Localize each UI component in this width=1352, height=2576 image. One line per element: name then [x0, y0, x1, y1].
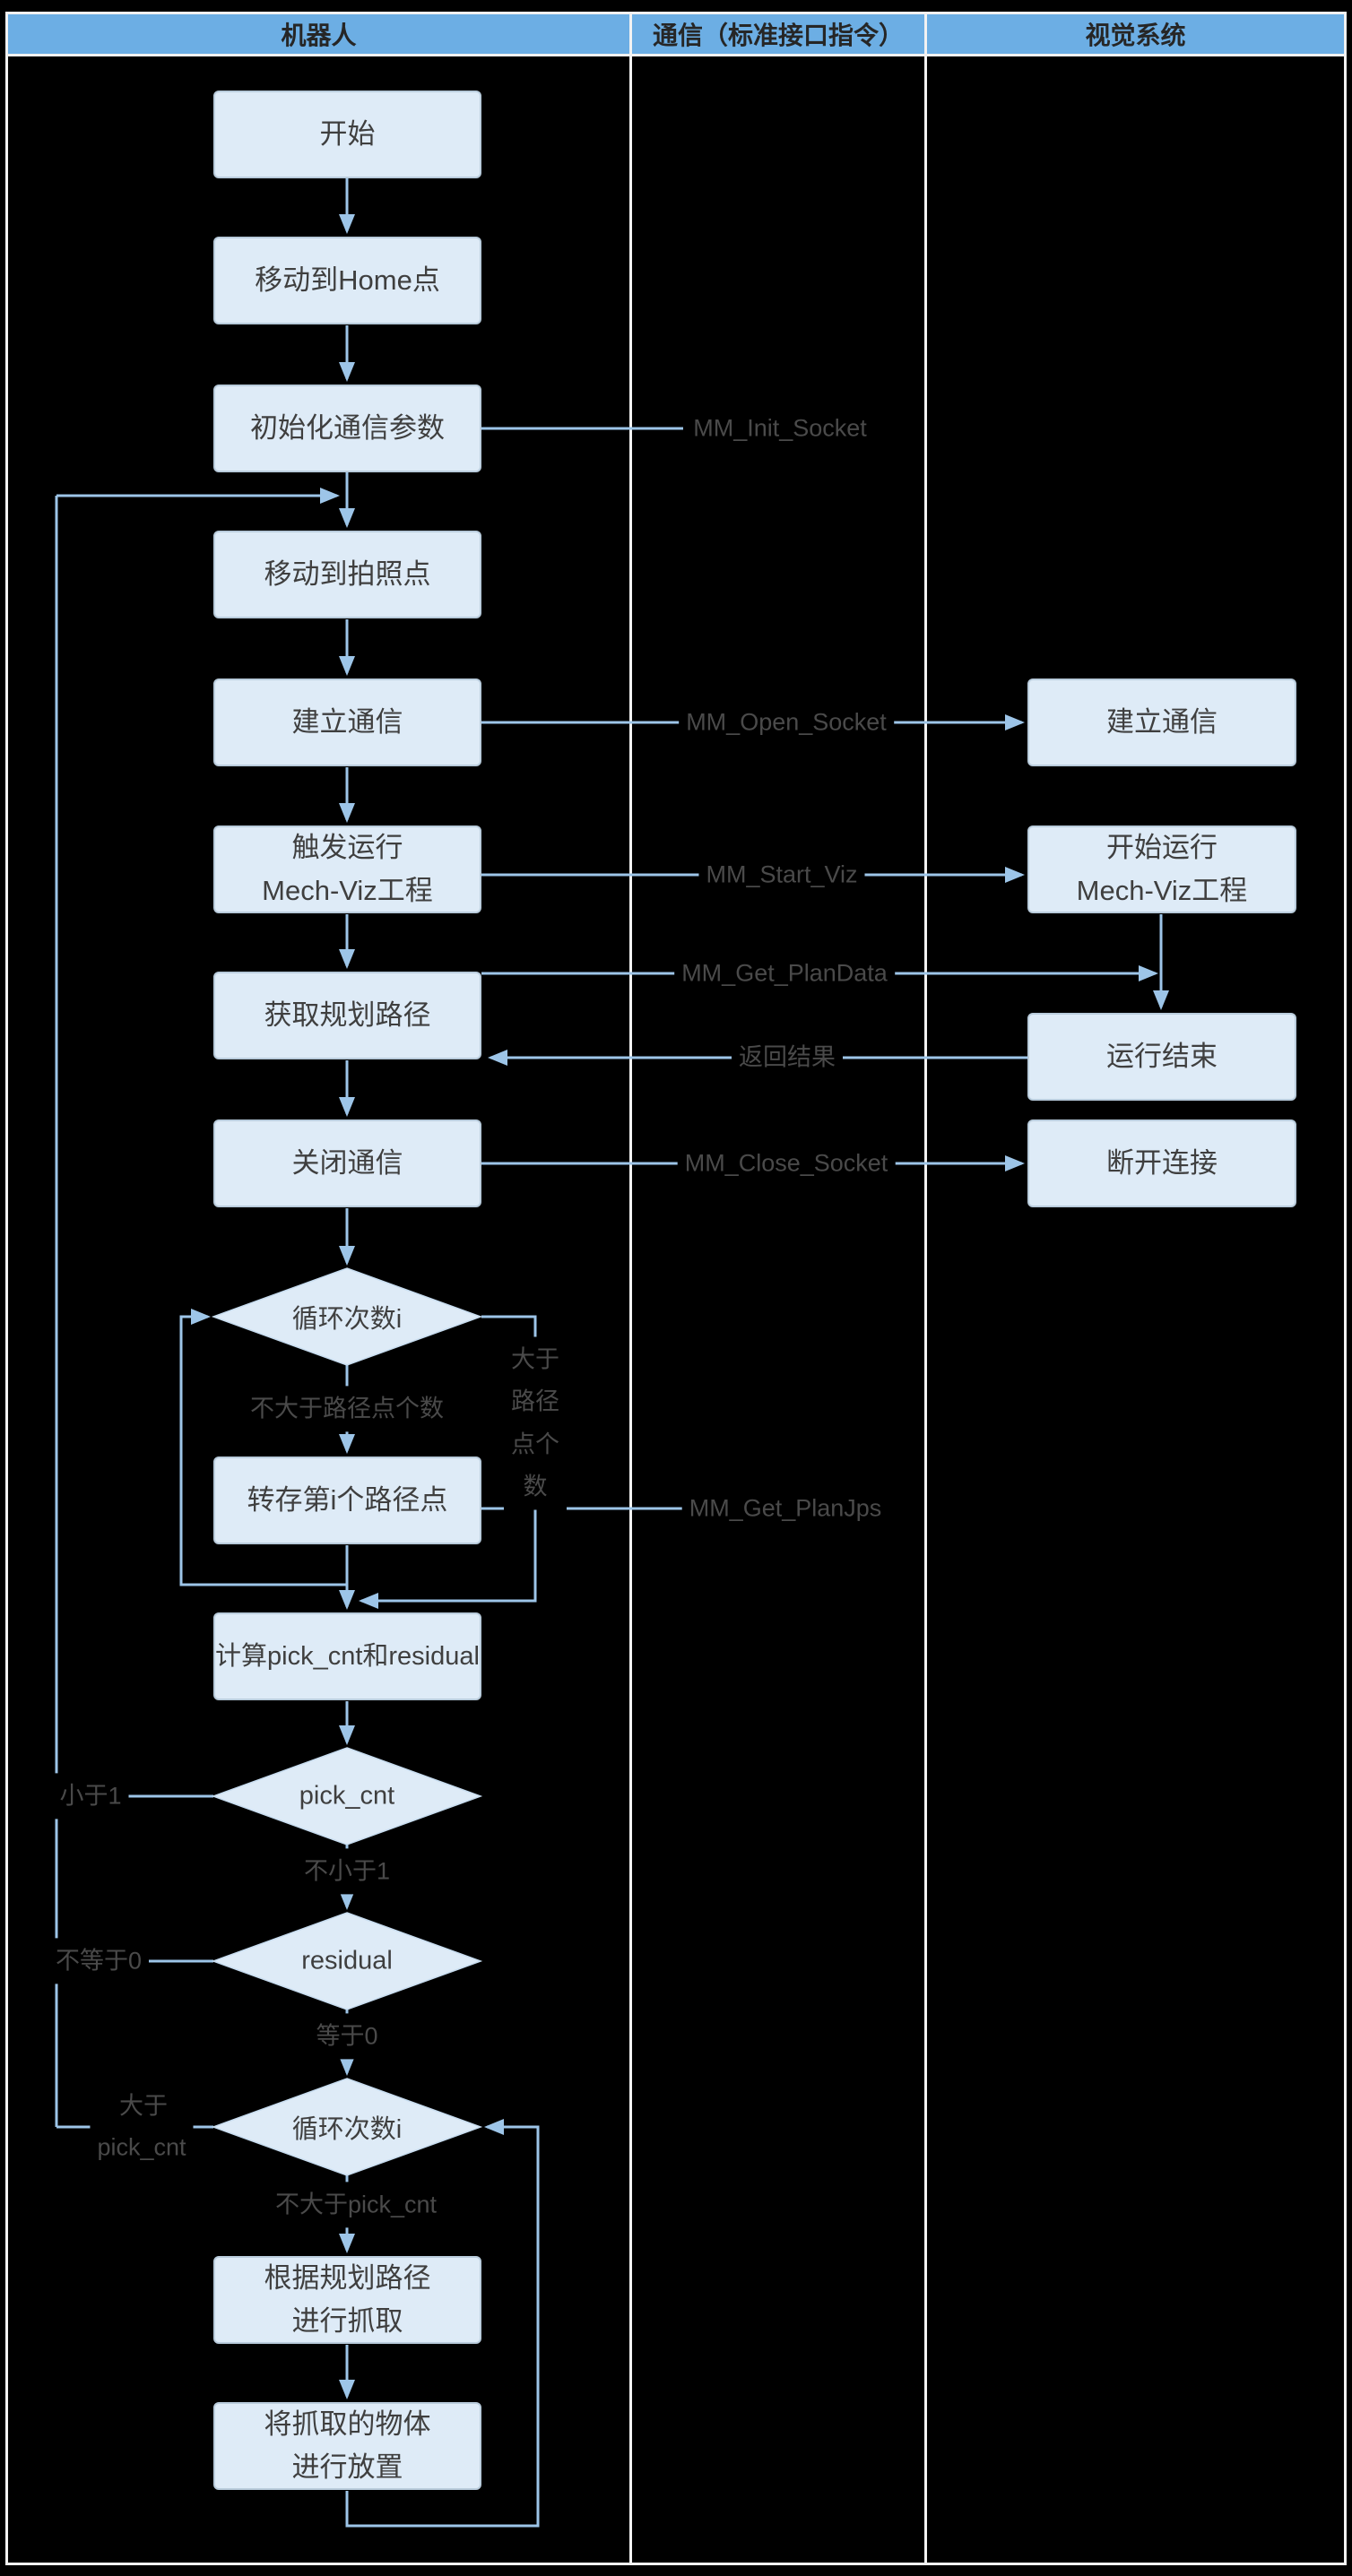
edge-label-equal-0: 等于0: [308, 2013, 386, 2060]
edge-label-not-greater-point-count: 不大于路径点个数: [243, 1386, 451, 1432]
table-border-bottom: [5, 2563, 1347, 2565]
lane-header-vision: 视觉系统: [1085, 22, 1186, 49]
node-pick-by-path: 根据规划路径 进行抓取: [213, 2256, 481, 2344]
command-mm-get-plandata: MM_Get_PlanData: [674, 950, 895, 997]
decision-residual: [211, 1912, 483, 2010]
table-border-left: [5, 12, 8, 2565]
edge-label-greater-point-count-vertical: 大于 路径 点个 数: [504, 1336, 567, 1510]
node-vision-disconnect: 断开连接: [1027, 1119, 1296, 1207]
node-close-comm: 关闭通信: [213, 1119, 481, 1207]
edge-label-greater-than: 大于: [112, 2083, 175, 2130]
table-border-right: [1344, 12, 1347, 2565]
node-place-object: 将抓取的物体 进行放置: [213, 2402, 481, 2490]
edge-label-not-greater-pick-cnt: 不大于pick_cnt: [267, 2182, 445, 2228]
node-move-photo-point: 移动到拍照点: [213, 531, 481, 618]
table-border-top: [5, 12, 1347, 14]
node-save-ith-waypoint: 转存第i个路径点: [213, 1457, 481, 1544]
node-vision-run-finished: 运行结束: [1027, 1013, 1296, 1101]
decision-loop-count-2: [211, 2078, 483, 2176]
decision-pick-cnt: [211, 1747, 483, 1846]
edge-label-not-less-than-1: 不小于1: [296, 1848, 398, 1895]
command-mm-get-planjps: MM_Get_PlanJps: [681, 1485, 889, 1532]
edge-label-less-than-1: 小于1: [52, 1773, 129, 1820]
command-mm-open-socket: MM_Open_Socket: [679, 699, 894, 746]
node-get-planned-path: 获取规划路径: [213, 972, 481, 1059]
decision-label-pick-cnt: pick_cnt: [299, 1781, 395, 1811]
node-init-comm-params: 初始化通信参数: [213, 385, 481, 472]
lane-header-communication: 通信（标准接口指令）: [652, 22, 904, 49]
edge-place-loop2-back: [345, 2119, 540, 2528]
lane-header-robot: 机器人: [281, 22, 357, 49]
node-open-comm: 建立通信: [213, 679, 481, 766]
node-calc-pickcnt-residual: 计算pick_cnt和residual: [213, 1612, 481, 1700]
lane-divider-2: [924, 14, 927, 2563]
command-return-result: 返回结果: [732, 1034, 843, 1081]
decision-loop-count-1: [211, 1267, 483, 1366]
node-trigger-mechviz: 触发运行 Mech-Viz工程: [213, 826, 481, 913]
command-mm-start-viz: MM_Start_Viz: [698, 851, 865, 898]
node-move-home: 移动到Home点: [213, 237, 481, 324]
edge-label-not-equal-0: 不等于0: [48, 1938, 150, 1984]
lane-divider-1: [629, 14, 632, 2563]
node-vision-start-mechviz: 开始运行 Mech-Viz工程: [1027, 826, 1296, 913]
decision-label-loop-count-1: 循环次数i: [291, 1305, 403, 1334]
decision-label-residual: residual: [301, 1946, 393, 1975]
edge-loop1-back: [179, 1309, 347, 1586]
command-mm-close-socket: MM_Close_Socket: [677, 1140, 896, 1187]
edge-label-pick-cnt: pick_cnt: [90, 2124, 194, 2171]
command-mm-init-socket: MM_Init_Socket: [686, 405, 874, 452]
node-vision-open-comm: 建立通信: [1027, 679, 1296, 766]
header-underline: [8, 54, 1344, 56]
node-start: 开始: [213, 91, 481, 178]
swimlane-header: [8, 14, 1344, 54]
decision-label-loop-count-2: 循环次数i: [291, 2115, 403, 2144]
